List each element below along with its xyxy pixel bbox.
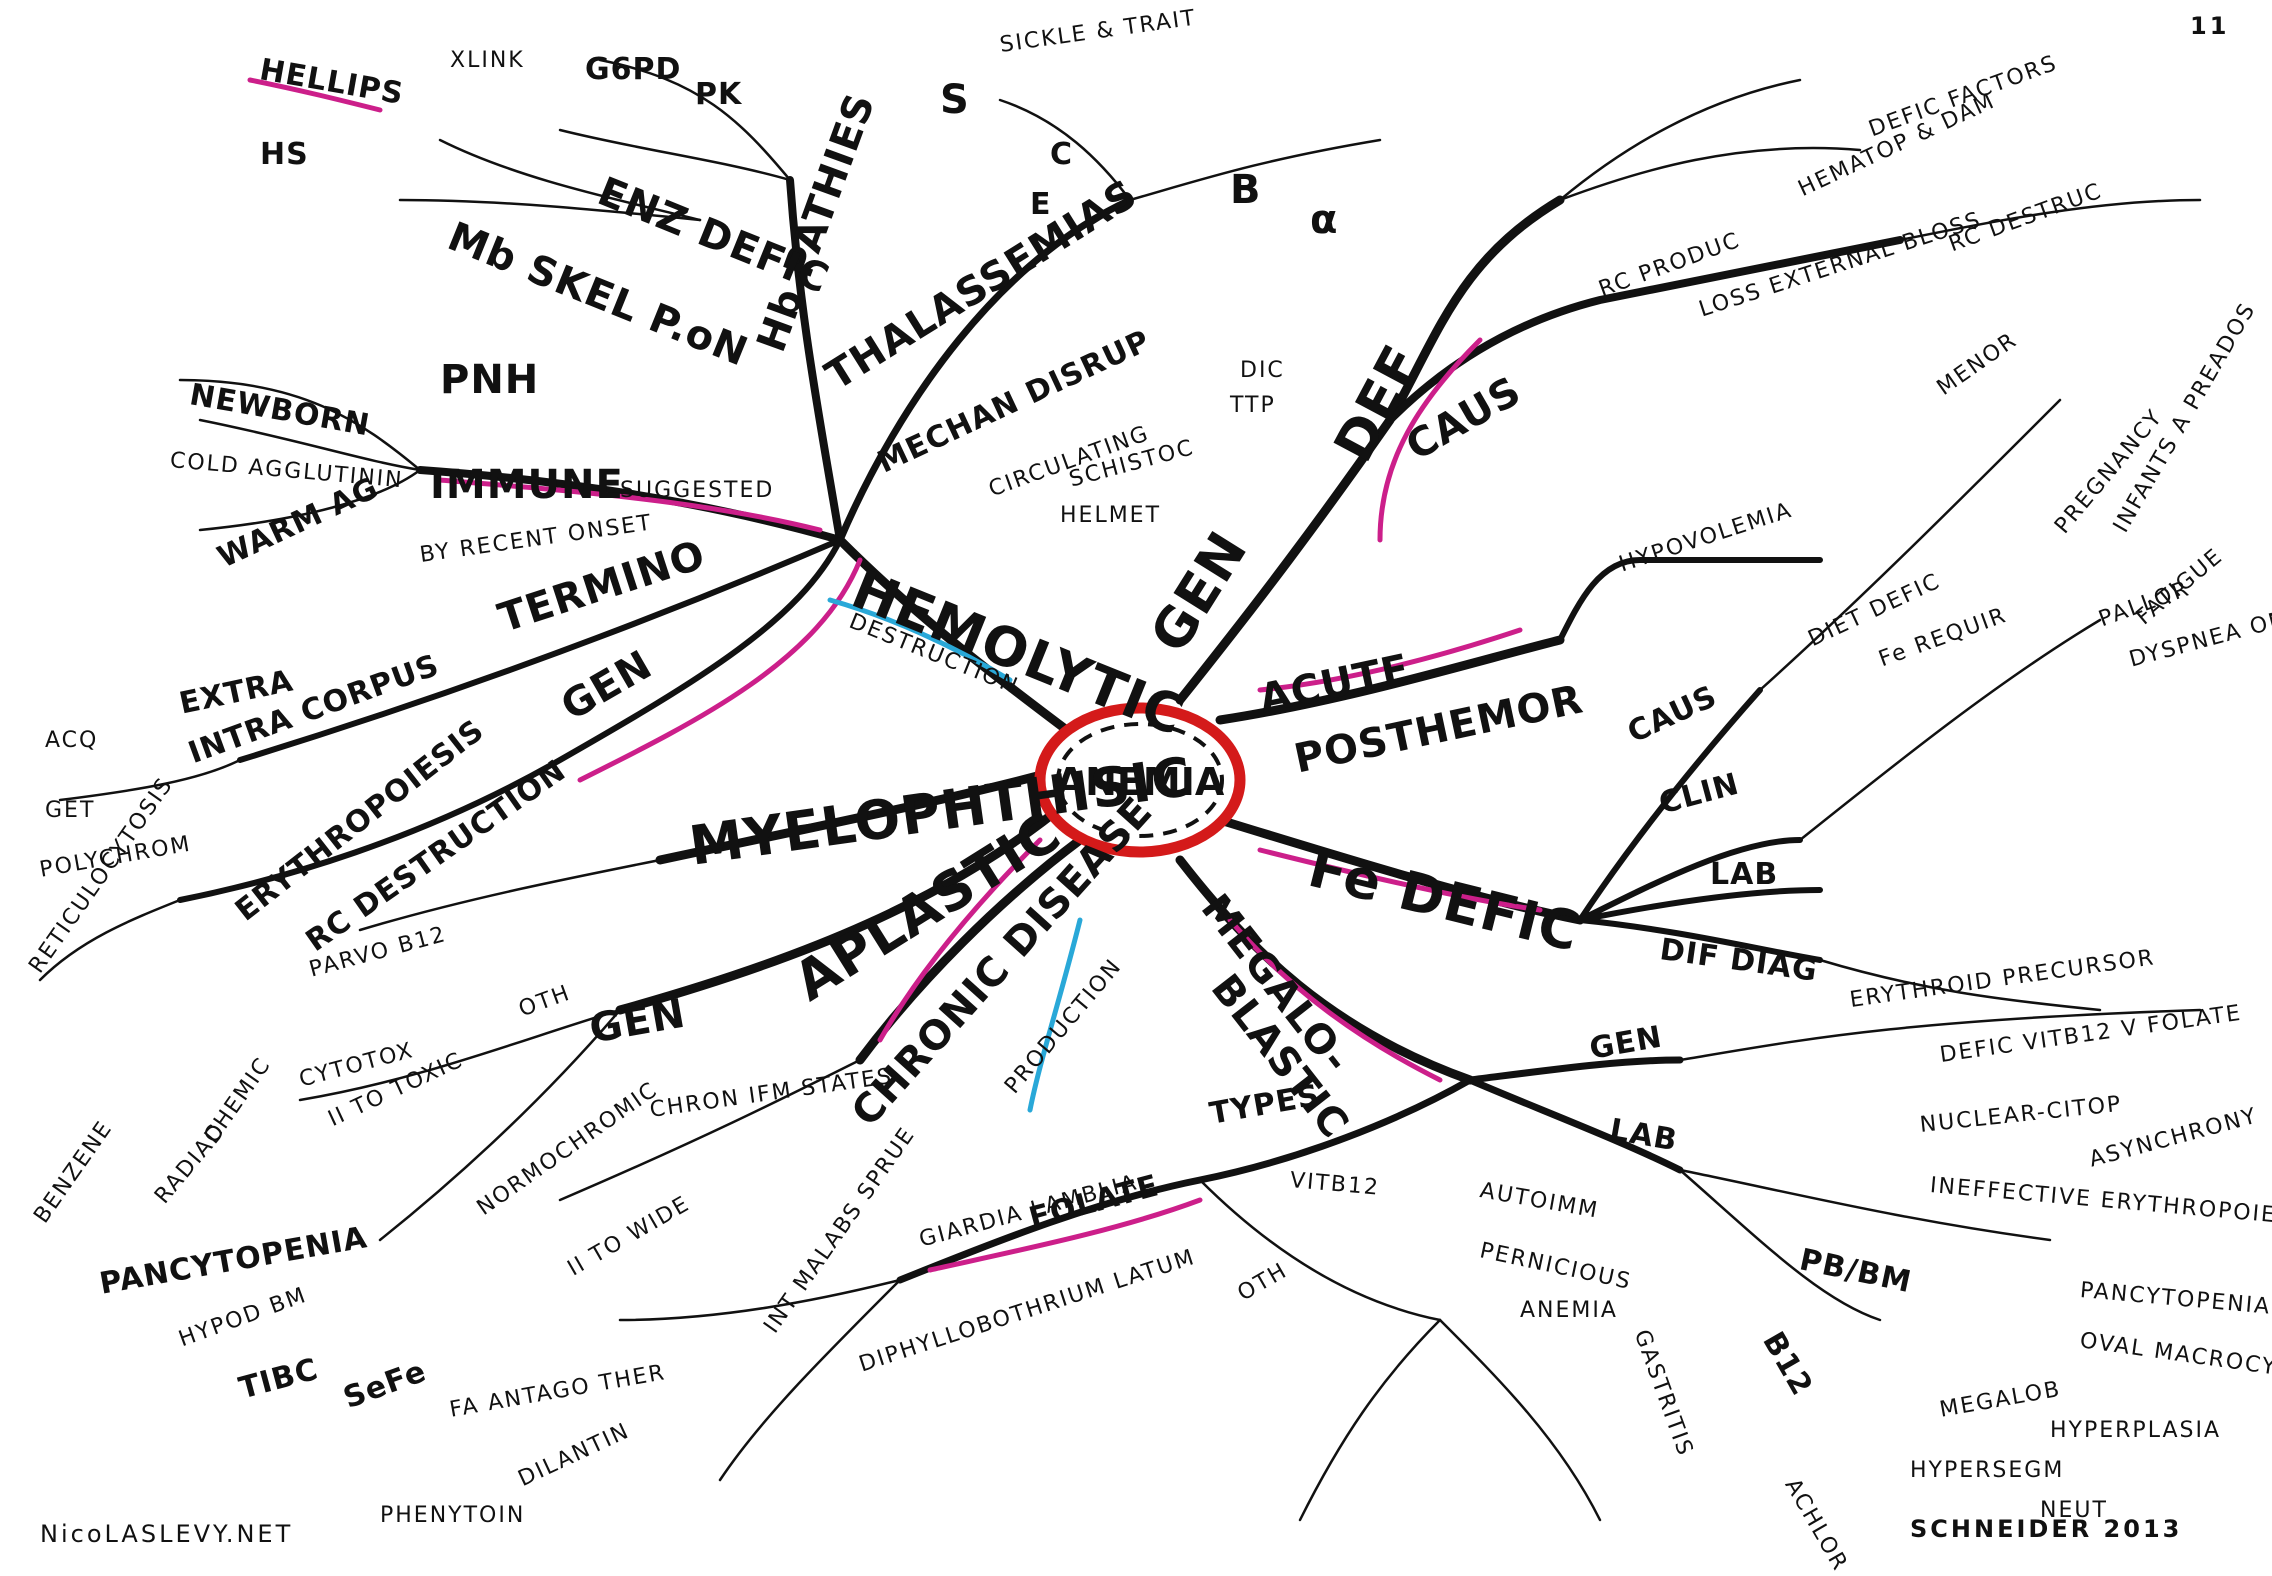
branch-immune [416, 466, 844, 544]
label-dic: DIC [1240, 358, 1285, 383]
branch-hypovol [1557, 556, 1823, 643]
label-e: E [1030, 187, 1052, 222]
label-b: B [1230, 167, 1262, 213]
label-c: C [1050, 137, 1074, 172]
branch-thal [836, 196, 1134, 544]
label-suggested: SUGGESTED [620, 478, 775, 503]
highlight-hellips [247, 77, 383, 113]
label-xlink: XLINK [450, 48, 525, 73]
branch-megalo-gen [1466, 1056, 1684, 1174]
label-neut: NEUT [2040, 1498, 2108, 1523]
blue-accents [827, 597, 1083, 1113]
label-pernicious-anemia: ANEMIA [1520, 1298, 1618, 1323]
label-hs: HS [260, 137, 309, 172]
highlight-erythro [577, 557, 863, 783]
label-alpha: α [1310, 197, 1339, 243]
branch-myelo [655, 765, 1065, 865]
branch-termino [237, 537, 843, 763]
branch-fe-sub [1577, 687, 1823, 963]
highlight-fe [1257, 847, 1543, 913]
highlight-megalo [1227, 917, 1443, 1083]
label-helmet: HELMET [1060, 503, 1162, 528]
branch-aplastic [615, 795, 1075, 1015]
highlight-strokes [247, 77, 1543, 1273]
label-pk: PK [695, 77, 743, 112]
branch-lines [38, 58, 2202, 1522]
highlight-caus [1377, 337, 1483, 543]
label-ttp: TTP [1230, 393, 1276, 418]
center-ring [1034, 702, 1246, 858]
page-number: 11 [2190, 12, 2230, 40]
label-phenytoin: PHENYTOIN [380, 1503, 526, 1528]
footer-author: SCHNEIDER 2013 [1910, 1515, 2183, 1543]
highlight-chronic [877, 837, 1043, 1043]
twigs [38, 58, 2202, 1522]
label-hyperseg: HYPERSEGM [1910, 1458, 2065, 1483]
center-ring-dashed [1056, 722, 1224, 838]
branch-hemolytic [835, 535, 1085, 745]
label-hyperplasia: HYPERPLASIA [2050, 1418, 2222, 1443]
highlight-acute [1257, 627, 1523, 693]
label-g6pd: G6PD [585, 52, 682, 87]
highlight-immune [437, 477, 823, 533]
label-acq: ACQ [45, 728, 99, 753]
label-s: S [940, 77, 970, 123]
label-immune: IMMUNE [430, 462, 624, 508]
footer-site: NicoLASLEVY.NET [40, 1520, 294, 1548]
label-lab: LAB [1710, 857, 1779, 892]
blue-destruction [827, 597, 1013, 683]
branch-hemolytic-upper [786, 176, 844, 544]
highlight-folate [927, 1197, 1203, 1273]
center-label: ANEMIA [1055, 760, 1225, 804]
branch-erythro [177, 537, 843, 903]
label-pnh: PNH [440, 357, 540, 403]
branch-acute [1215, 635, 1565, 725]
blue-production [1027, 917, 1083, 1113]
label-get: GET [45, 798, 96, 823]
